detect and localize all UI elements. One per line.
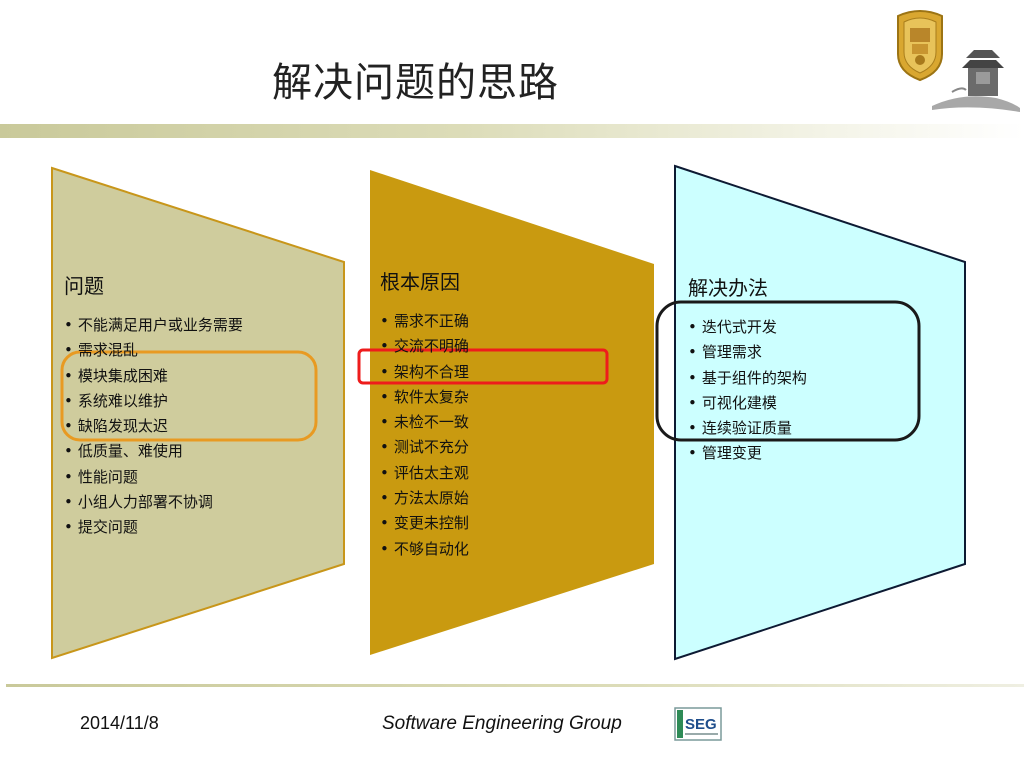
bullet-icon: • [688,343,697,362]
bullet-icon: • [380,489,389,508]
list-item: •小组人力部署不协调 [64,493,213,512]
solution-list: •迭代式开发 •管理需求 •基于组件的架构 •可视化建模 •连续验证质量 •管理… [688,315,807,467]
bullet-icon: • [688,393,697,412]
list-item: •需求混乱 [64,341,138,360]
bullet-icon: • [64,518,73,537]
bullet-icon: • [64,493,73,512]
header-divider [0,124,1024,138]
pagoda-icon [932,50,1020,112]
cause-highlight [357,348,609,385]
bullet-icon: • [380,413,389,432]
bullet-icon: • [380,539,389,558]
list-item: •变更未控制 [380,514,469,533]
list-item: •缺陷发现太迟 [64,417,168,436]
solution-highlight [655,300,921,442]
list-item: •架构不合理 [380,362,469,381]
cause-heading: 根本原因 [380,270,460,294]
list-item: •软件太复杂 [380,387,469,406]
list-item: •需求不正确 [380,312,469,330]
footer-divider [6,684,1024,687]
list-item: •迭代式开发 [688,318,777,336]
solution-panel [674,164,966,661]
bullet-icon: • [64,467,73,486]
list-item: •管理需求 [688,343,762,362]
footer-date: 2014/11/8 [80,713,159,733]
bullet-icon: • [380,438,389,457]
bullet-icon: • [688,368,697,387]
list-item: •连续验证质量 [688,419,792,438]
list-item: •提交问题 [64,518,138,537]
problem-list: •不能满足用户或业务需要 •需求混乱 •模块集成困难 •系统难以维护 •缺陷发现… [64,313,243,541]
crest-icon [897,10,943,82]
bullet-icon: • [380,362,389,381]
bullet-icon: • [64,417,73,436]
seg-logo-icon: SEG [674,707,722,741]
bullet-icon: • [64,341,73,360]
bullet-icon: • [380,387,389,406]
bullet-icon: • [688,318,697,336]
university-logo [897,10,1020,112]
list-item: •不够自动化 [380,539,469,558]
problem-highlight [60,350,318,442]
cause-column: 根本原因 •需求不正确 •交流不明确 •架构不合理 •软件太复杂 •未检不一致 … [380,266,469,562]
bullet-icon: • [688,444,697,463]
bullet-icon: • [380,463,389,482]
footer-group-name: Software Engineering Group [382,713,622,734]
list-item: •基于组件的架构 [688,368,807,387]
problem-heading: 问题 [64,274,104,298]
list-item: •系统难以维护 [64,391,168,410]
list-item: •未检不一致 [380,413,469,432]
list-item: •性能问题 [64,467,138,486]
problem-column: 问题 •不能满足用户或业务需要 •需求混乱 •模块集成困难 •系统难以维护 •缺… [64,270,243,541]
list-item: •不能满足用户或业务需要 [64,316,243,334]
bullet-icon: • [64,316,73,334]
cause-list: •需求不正确 •交流不明确 •架构不合理 •软件太复杂 •未检不一致 •测试不充… [380,309,469,562]
bullet-icon: • [64,442,73,461]
list-item: •评估太主观 [380,463,469,482]
bullet-icon: • [380,514,389,533]
list-item: •测试不充分 [380,438,469,457]
list-item: •模块集成困难 [64,366,168,385]
svg-text:SEG: SEG [685,716,717,733]
list-item: •低质量、难使用 [64,442,183,461]
solution-column: 解决办法 •迭代式开发 •管理需求 •基于组件的架构 •可视化建模 •连续验证质… [688,272,807,467]
cause-panel [370,170,654,655]
bullet-icon: • [380,337,389,356]
list-item: •管理变更 [688,444,762,463]
bullet-icon: • [380,312,389,330]
problem-panel [51,166,345,660]
bullet-icon: • [688,419,697,438]
list-item: •方法太原始 [380,489,469,508]
bullet-icon: • [64,391,73,410]
list-item: •可视化建模 [688,393,777,412]
slide-title: 解决问题的思路 [272,60,559,106]
bullet-icon: • [64,366,73,385]
solution-heading: 解决办法 [688,276,768,300]
list-item: •交流不明确 [380,337,469,356]
